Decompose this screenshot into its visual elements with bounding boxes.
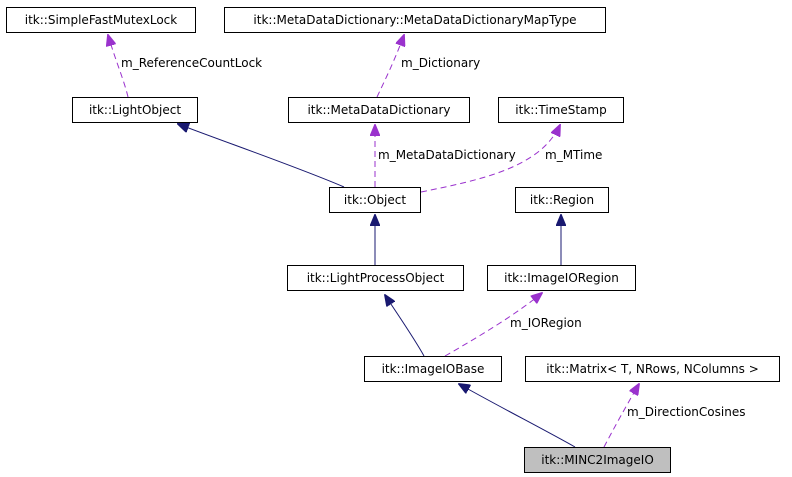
node-image-io-region[interactable]: itk::ImageIORegion bbox=[487, 265, 636, 291]
label-meta-data-dictionary: m_MetaDataDictionary bbox=[378, 148, 516, 162]
node-image-io-base[interactable]: itk::ImageIOBase bbox=[364, 356, 502, 382]
node-light-object[interactable]: itk::LightObject bbox=[72, 97, 198, 123]
label-reference-count-lock: m_ReferenceCountLock bbox=[121, 56, 263, 70]
label-direction-cosines: m_DirectionCosines bbox=[627, 405, 746, 419]
edge-lightobject-uses-mutexlock bbox=[108, 35, 129, 98]
node-object[interactable]: itk::Object bbox=[329, 187, 421, 213]
node-meta-data-dictionary[interactable]: itk::MetaDataDictionary bbox=[288, 97, 470, 123]
edge-minc2imageio-to-imageiobase bbox=[459, 384, 576, 448]
label-dictionary: m_Dictionary bbox=[401, 56, 481, 70]
node-time-stamp[interactable]: itk::TimeStamp bbox=[498, 97, 624, 123]
node-simple-fast-mutex-lock[interactable]: itk::SimpleFastMutexLock bbox=[6, 7, 196, 33]
node-region[interactable]: itk::Region bbox=[515, 187, 609, 213]
edge-minc2imageio-uses-matrix bbox=[603, 384, 639, 448]
node-meta-data-dictionary-map-type[interactable]: itk::MetaDataDictionary::MetaDataDiction… bbox=[224, 7, 606, 33]
edge-dictionary-uses-maptype bbox=[376, 35, 404, 98]
label-m-time: m_MTime bbox=[545, 148, 603, 162]
edge-imageiobase-to-lightprocessobject bbox=[385, 295, 425, 357]
node-minc2-image-io: itk::MINC2ImageIO bbox=[524, 447, 671, 473]
node-matrix[interactable]: itk::Matrix< T, NRows, NColumns > bbox=[525, 356, 780, 382]
edge-object-to-lightobject bbox=[178, 124, 345, 188]
edge-object-uses-timestamp bbox=[420, 125, 560, 193]
label-io-region: m_IORegion bbox=[510, 316, 582, 330]
edge-imageiobase-uses-ioregion bbox=[444, 293, 542, 357]
node-light-process-object[interactable]: itk::LightProcessObject bbox=[287, 265, 464, 291]
